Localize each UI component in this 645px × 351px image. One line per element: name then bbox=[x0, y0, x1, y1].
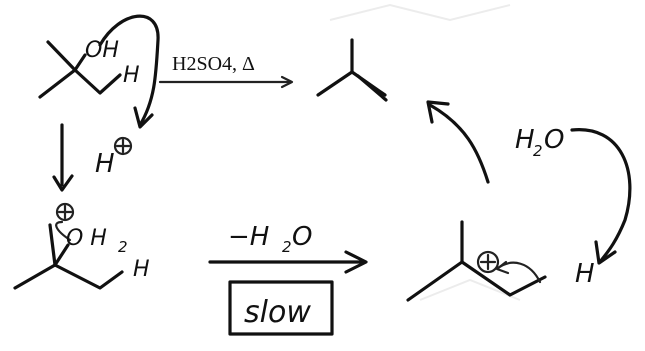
oxonium-curved-arrow bbox=[55, 220, 72, 242]
loss-o-label: O bbox=[292, 222, 312, 252]
oxonium-subscript: 2 bbox=[118, 238, 128, 256]
product-alkene bbox=[316, 38, 388, 102]
background-ghost bbox=[329, 3, 521, 301]
reagent-arrow-head bbox=[280, 75, 294, 89]
loss-label: −H bbox=[228, 222, 269, 252]
water-curved-arrow bbox=[570, 128, 632, 264]
curved-arrow-oh-to-proton bbox=[98, 14, 160, 127]
carbocation-h-label: H bbox=[575, 259, 595, 289]
proton-plus-sign bbox=[115, 138, 131, 154]
loss-arrow-head bbox=[344, 250, 368, 274]
carbocation-charge-circle bbox=[476, 250, 500, 274]
starting-alcohol: OH H bbox=[38, 38, 140, 99]
water-o-label: O bbox=[544, 125, 564, 155]
reagent-label: H2SO4, Δ bbox=[172, 53, 255, 75]
protonation-arrow-head bbox=[52, 174, 74, 192]
oxonium-intermediate: O H 2 H bbox=[13, 202, 150, 290]
reagent-arrow: H2SO4, Δ bbox=[158, 53, 294, 89]
alcohol-oh-bond bbox=[73, 53, 87, 72]
oxonium-h-label: H bbox=[133, 257, 150, 282]
slow-label: slow bbox=[244, 295, 311, 330]
alcohol-skeleton bbox=[38, 68, 122, 99]
carbocation-skeleton bbox=[406, 260, 547, 302]
carbocation: H bbox=[406, 220, 595, 302]
oxonium-skeleton bbox=[13, 263, 124, 290]
water-base: H 2 O bbox=[515, 125, 632, 265]
water-curved-arrow-head bbox=[594, 240, 617, 265]
proton-charge-circle bbox=[113, 136, 133, 156]
water-loss-step: −H 2 O slow bbox=[208, 222, 368, 336]
oxonium-methyl-bond bbox=[48, 223, 57, 267]
loss-subscript: 2 bbox=[282, 238, 292, 256]
oxonium-o-bond bbox=[53, 243, 70, 267]
alcohol-methyl-bond bbox=[46, 40, 77, 72]
elimination-arrow-curve bbox=[428, 103, 490, 184]
water-h-label: H bbox=[515, 125, 535, 155]
elimination-arrow bbox=[426, 100, 490, 184]
protonation-step: H bbox=[52, 123, 133, 192]
oxonium-plus-sign bbox=[57, 204, 73, 220]
elimination-arrow-head bbox=[426, 100, 450, 124]
oxonium-oh2-label: O H bbox=[66, 226, 107, 251]
oxonium-charge-circle bbox=[55, 202, 75, 222]
water-subscript: 2 bbox=[533, 142, 543, 160]
slow-box bbox=[228, 280, 334, 336]
alkene-double-bond bbox=[356, 74, 388, 102]
curved-arrow-oh-to-proton-head bbox=[133, 106, 154, 129]
alcohol-h-label: H bbox=[123, 63, 140, 88]
proton-h-label: H bbox=[95, 149, 115, 179]
carbocation-curved-arrow-head bbox=[495, 260, 510, 275]
carbocation-plus-sign bbox=[479, 253, 497, 271]
